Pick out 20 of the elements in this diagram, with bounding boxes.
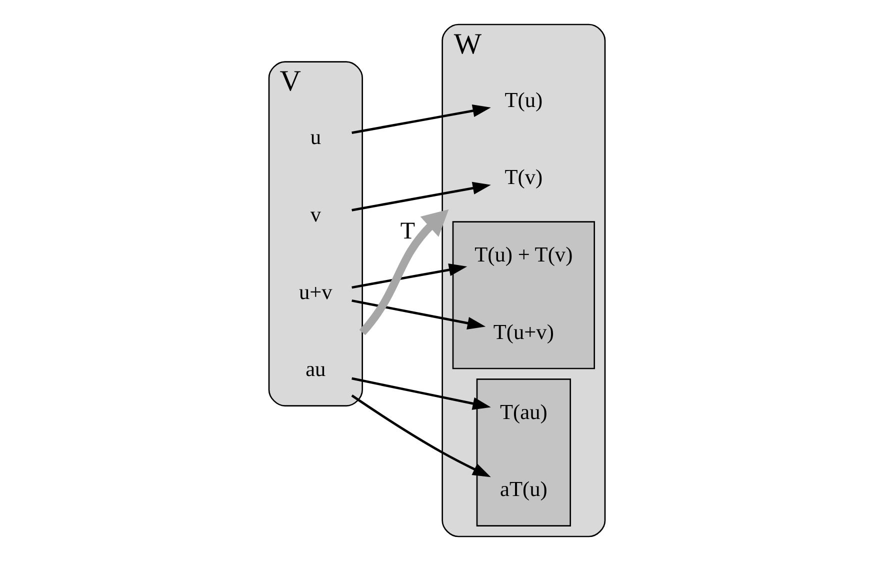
node-text: T(v) <box>504 165 543 190</box>
node-text: T(u) <box>504 88 543 112</box>
node-text: T(u+v) <box>493 320 554 344</box>
node-text: au <box>306 357 326 382</box>
arrow <box>359 209 449 336</box>
arrow <box>352 182 491 212</box>
cluster <box>476 378 571 526</box>
node-text: v <box>310 202 322 227</box>
node-text: T(au) <box>500 400 548 424</box>
node-text: T(u) + T(v) <box>474 242 573 267</box>
arrow <box>352 299 486 330</box>
node-text: u <box>310 125 322 150</box>
arrow <box>351 394 491 478</box>
node-text: aT(u) <box>500 477 548 502</box>
arrow <box>352 104 491 134</box>
cluster <box>452 221 595 370</box>
edge-label: T <box>400 218 416 244</box>
node-text: u+v <box>298 280 332 304</box>
arrow <box>352 264 468 289</box>
arrow <box>352 377 491 410</box>
